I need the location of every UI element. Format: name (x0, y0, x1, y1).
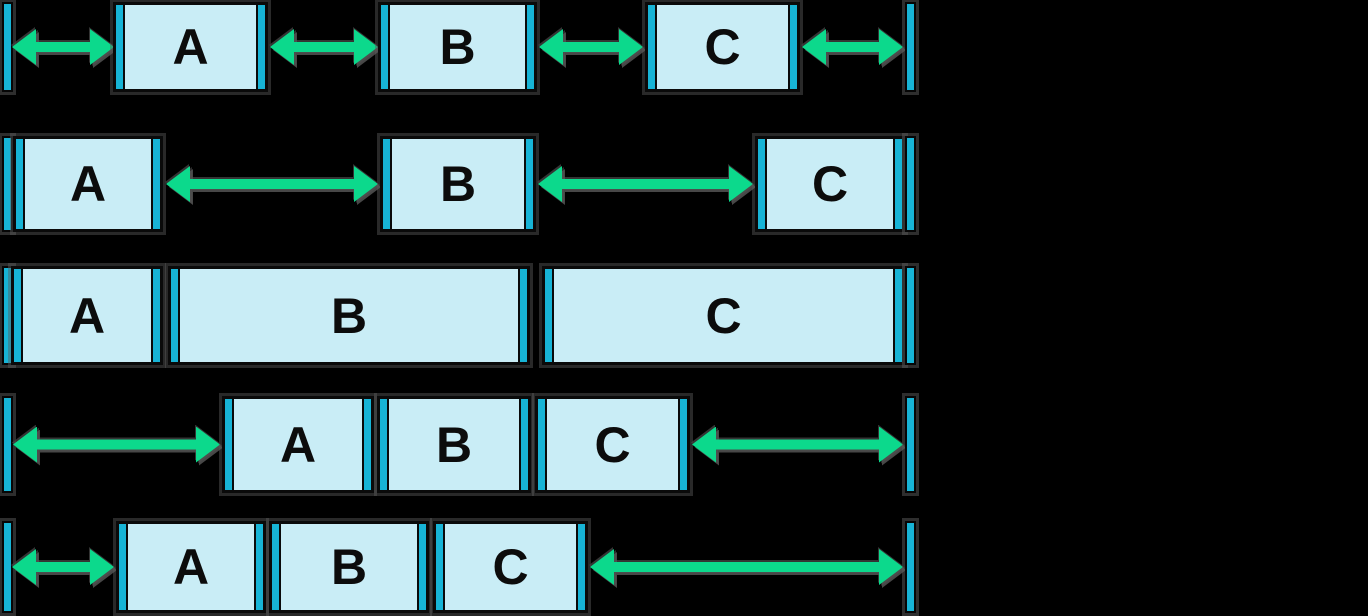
container-edge-right-icon (905, 396, 916, 493)
container-edge-right-icon (905, 2, 916, 92)
double-arrow-icon (802, 29, 903, 65)
flex-item-b: B (377, 396, 531, 493)
flex-item-label: C (811, 156, 849, 212)
double-arrow-icon (270, 29, 378, 65)
flex-item-label: B (330, 287, 368, 344)
flex-item-b: B (269, 521, 429, 613)
flex-item-label: C (704, 19, 741, 75)
flex-item-label: B (330, 539, 368, 595)
free-space-arrow (270, 29, 378, 65)
container-edge-right-icon (905, 521, 916, 613)
flex-item-label: A (172, 539, 210, 595)
flex-item-a: A (113, 2, 268, 92)
flex-item-label: B (435, 416, 473, 473)
free-space-arrow (590, 549, 903, 585)
double-arrow-icon (12, 29, 114, 65)
flex-item-label: A (279, 416, 317, 473)
flex-item-label: B (439, 19, 476, 75)
double-arrow-icon (692, 427, 903, 463)
free-space-arrow (12, 29, 114, 65)
spacing-row-start-offset: A B C (0, 521, 920, 613)
double-arrow-icon (166, 166, 378, 202)
double-arrow-icon (12, 549, 114, 585)
spacing-row-space-between: A B C (0, 136, 920, 232)
free-space-arrow (802, 29, 903, 65)
spacing-row-center: A B C (0, 396, 920, 493)
container-edge-left-icon (2, 396, 13, 493)
flex-item-b: B (378, 2, 537, 92)
free-space-arrow (13, 427, 220, 463)
flex-item-a: A (11, 266, 163, 365)
flex-item-a: A (116, 521, 266, 613)
container-edge-right-icon (905, 136, 916, 232)
flex-item-c: C (433, 521, 588, 613)
flex-item-b: B (380, 136, 536, 232)
double-arrow-icon (538, 166, 753, 202)
container-edge-right-icon (905, 266, 916, 365)
double-arrow-icon (539, 29, 643, 65)
flex-item-label: A (172, 19, 209, 75)
flex-item-label: A (69, 156, 107, 212)
free-space-arrow (166, 166, 378, 202)
spacing-row-stretch: A B C (0, 266, 920, 365)
free-space-arrow (692, 427, 903, 463)
flex-item-a: A (13, 136, 163, 232)
flex-item-label: A (68, 287, 106, 344)
double-arrow-icon (590, 549, 903, 585)
flex-item-label: C (594, 416, 631, 473)
free-space-arrow (539, 29, 643, 65)
flex-item-c: C (542, 266, 905, 365)
free-space-arrow (12, 549, 114, 585)
container-edge-left-icon (2, 136, 13, 232)
flex-item-b: B (168, 266, 530, 365)
flex-item-label: C (705, 287, 742, 344)
double-arrow-icon (13, 427, 220, 463)
flex-item-a: A (222, 396, 374, 493)
flex-item-c: C (645, 2, 800, 92)
flex-item-label: C (492, 539, 529, 595)
flex-item-c: C (755, 136, 905, 232)
spacing-row-space-around: A B C (0, 2, 920, 92)
flex-item-label: B (439, 156, 477, 212)
flex-item-c: C (535, 396, 690, 493)
free-space-arrow (538, 166, 753, 202)
